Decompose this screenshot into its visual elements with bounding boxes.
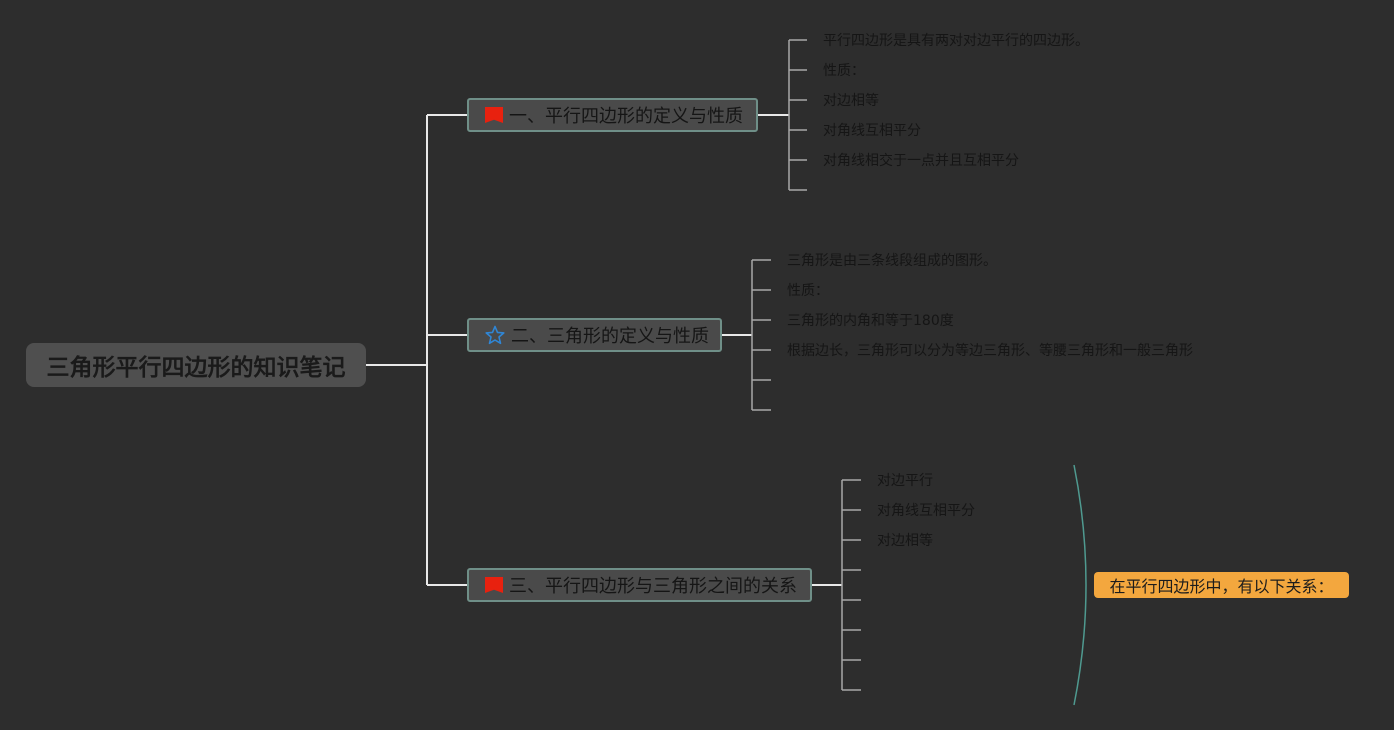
leaf-topic[interactable]: 平行四边形是具有两对对边平行的四边形。: [823, 33, 1089, 49]
red-flag-icon: [485, 107, 503, 123]
leaf-topic[interactable]: 对角线相交于一点并且互相平分: [823, 153, 1019, 169]
branch-node-parallelogram[interactable]: 一、平行四边形的定义与性质: [467, 98, 758, 132]
summary-brace: [1073, 464, 1087, 706]
leaf-topic[interactable]: 根据边长，三角形可以分为等边三角形、等腰三角形和一般三角形: [787, 343, 1193, 359]
leaf-topic[interactable]: 性质：: [787, 283, 829, 299]
blue-star-icon: [485, 325, 505, 345]
leaf-topic[interactable]: 对边平行: [877, 473, 933, 489]
leaf-topic[interactable]: 对角线互相平分: [877, 503, 975, 519]
root-topic[interactable]: 三角形平行四边形的知识笔记: [26, 343, 366, 387]
red-flag-icon: [485, 577, 503, 593]
leaf-topic[interactable]: 性质：: [823, 63, 865, 79]
leaf-topic[interactable]: 三角形的内角和等于180度: [787, 313, 954, 329]
branch-node-triangle[interactable]: 二、三角形的定义与性质: [467, 318, 722, 352]
root-title: 三角形平行四边形的知识笔记: [46, 355, 346, 381]
leaf-topic[interactable]: 对边相等: [877, 533, 933, 549]
branch-label: 三、平行四边形与三角形之间的关系: [509, 576, 797, 597]
leaf-topic[interactable]: 对角线互相平分: [823, 123, 921, 139]
branch-node-relation[interactable]: 三、平行四边形与三角形之间的关系: [467, 568, 812, 602]
leaf-topic[interactable]: 对边相等: [823, 93, 879, 109]
branch-label: 一、平行四边形的定义与性质: [509, 106, 743, 127]
branch-label: 二、三角形的定义与性质: [511, 326, 709, 347]
leaf-topic[interactable]: 三角形是由三条线段组成的图形。: [787, 253, 997, 269]
summary-label: 在平行四边形中，有以下关系：: [1109, 577, 1334, 596]
summary-topic[interactable]: 在平行四边形中，有以下关系：: [1094, 572, 1349, 598]
